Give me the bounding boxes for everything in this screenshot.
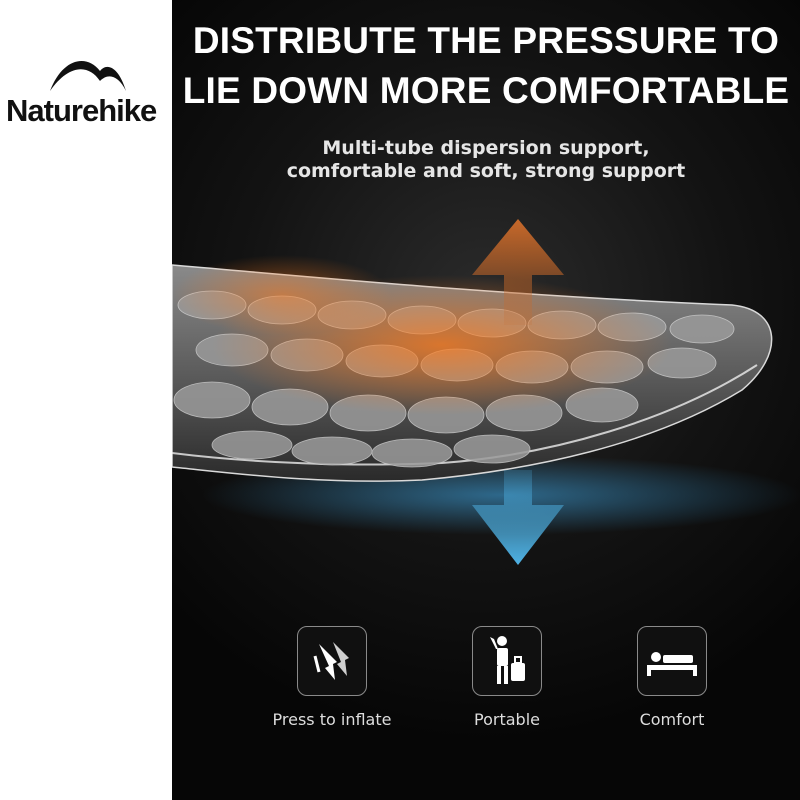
- pressure-up-arrow: [472, 219, 564, 325]
- feature-portable: Portable: [427, 626, 587, 729]
- subheading-line-2: comfortable and soft, strong support: [286, 160, 686, 182]
- brand-logo: Naturehike: [6, 55, 172, 135]
- support-down-arrow: [472, 470, 564, 565]
- feature-label-portable: Portable: [474, 710, 540, 729]
- brand-name: Naturehike: [6, 93, 157, 128]
- feature-label-comfort: Comfort: [639, 710, 705, 729]
- feature-press-to-inflate: Press to inflate: [252, 626, 412, 729]
- mountain-arc-icon: [50, 60, 126, 91]
- feature-label-press-to-inflate: Press to inflate: [272, 710, 392, 729]
- portable-traveler-icon: [490, 636, 525, 684]
- headline-line-2: LIE DOWN MORE COMFORTABLE: [182, 70, 790, 111]
- feature-comfort: Comfort: [592, 626, 752, 729]
- headline-line-1: DISTRIBUTE THE PRESSURE TO: [192, 20, 780, 61]
- subheading-line-1: Multi-tube dispersion support,: [322, 137, 650, 159]
- product-panel: DISTRIBUTE THE PRESSURE TO LIE DOWN MORE…: [172, 0, 800, 800]
- person-lying-icon: [647, 652, 697, 676]
- sleeping-pad-illustration: [172, 219, 800, 565]
- press-inflate-icon: [313, 642, 349, 680]
- brand-sidebar: Naturehike: [0, 0, 172, 800]
